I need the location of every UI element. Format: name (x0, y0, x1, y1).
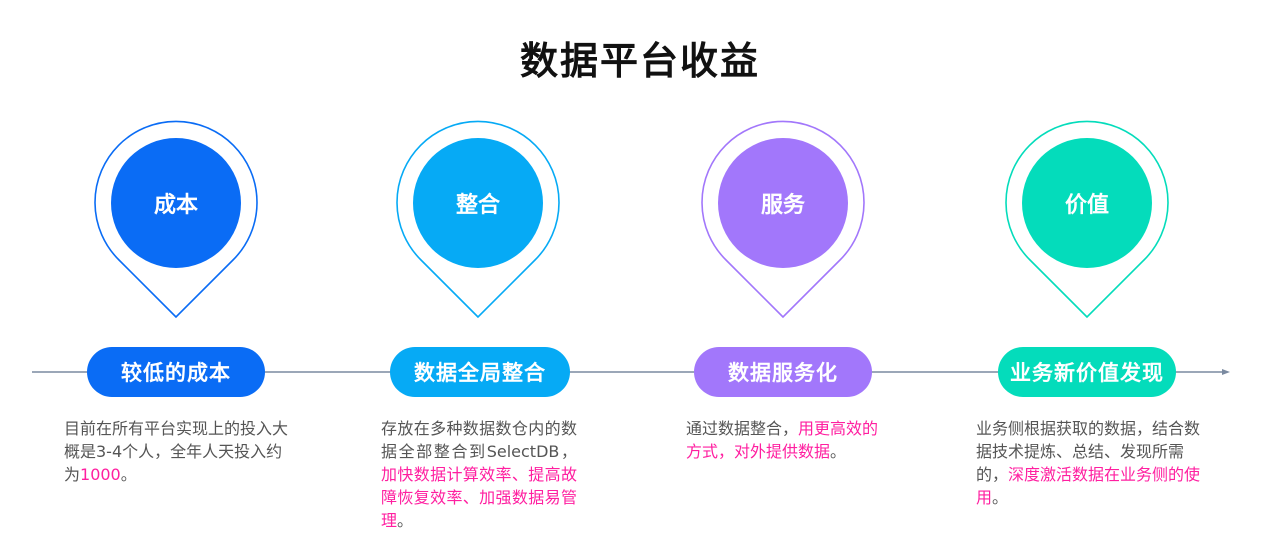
desc-end: 。 (830, 442, 847, 461)
stage-description-service: 通过数据整合，用更高效的方式，对外提供数据。 (686, 417, 886, 463)
map-pin-icon (1005, 120, 1169, 319)
map-pin-icon (94, 120, 258, 319)
stage-pill-cost: 较低的成本 (87, 347, 265, 397)
desc-highlight: 用更高效的方式，对外提供数据 (686, 419, 879, 461)
desc-end: 。 (120, 465, 137, 484)
pin-label: 服务 (760, 193, 805, 218)
desc-text: 通过数据整合， (686, 419, 799, 438)
stage-description-value: 业务侧根据获取的数据，结合数据技术提炼、总结、发现所需的，深度激活数据在业务侧的… (976, 417, 1206, 509)
map-pin-icon (701, 120, 865, 319)
stage-pill-service: 数据服务化 (694, 347, 872, 397)
desc-highlight: 深度激活数据在业务侧的使用 (976, 465, 1201, 507)
pin-label: 价值 (1064, 193, 1109, 218)
desc-highlight: 1000 (80, 465, 121, 484)
arrow-head-icon (1222, 369, 1230, 375)
desc-highlight: 加快数据计算效率、提高故障恢复效率、加强数据易管理 (381, 465, 577, 530)
stage-pill-integration: 数据全局整合 (390, 347, 570, 397)
desc-end: 。 (397, 511, 414, 530)
map-pin-icon (396, 120, 560, 319)
stage-description-cost: 目前在所有平台实现上的投入大概是3-4个人，全年人天投入约为1000。 (64, 417, 292, 486)
pin-label: 整合 (455, 193, 500, 218)
stage-pill-value: 业务新价值发现 (998, 347, 1176, 397)
desc-end: 。 (992, 488, 1009, 507)
pin-service: 服务 (693, 100, 873, 330)
desc-text: 存放在多种数据数仓内的数据全部整合到SelectDB， (381, 419, 577, 461)
pin-value: 价值 (997, 100, 1177, 330)
desc-text: 业务侧根据获取的数据，结合数据技术提炼、总结、发现所需的， (976, 419, 1201, 484)
desc-text: 目前在所有平台实现上的投入大概是3-4个人，全年人天投入约为 (64, 419, 289, 484)
page-title: 数据平台收益 (519, 39, 760, 83)
pin-integration: 整合 (388, 100, 568, 330)
stage-description-integration: 存放在多种数据数仓内的数据全部整合到SelectDB，加快数据计算效率、提高故障… (381, 417, 577, 532)
pin-cost: 成本 (86, 100, 266, 330)
pin-label: 成本 (153, 193, 198, 218)
